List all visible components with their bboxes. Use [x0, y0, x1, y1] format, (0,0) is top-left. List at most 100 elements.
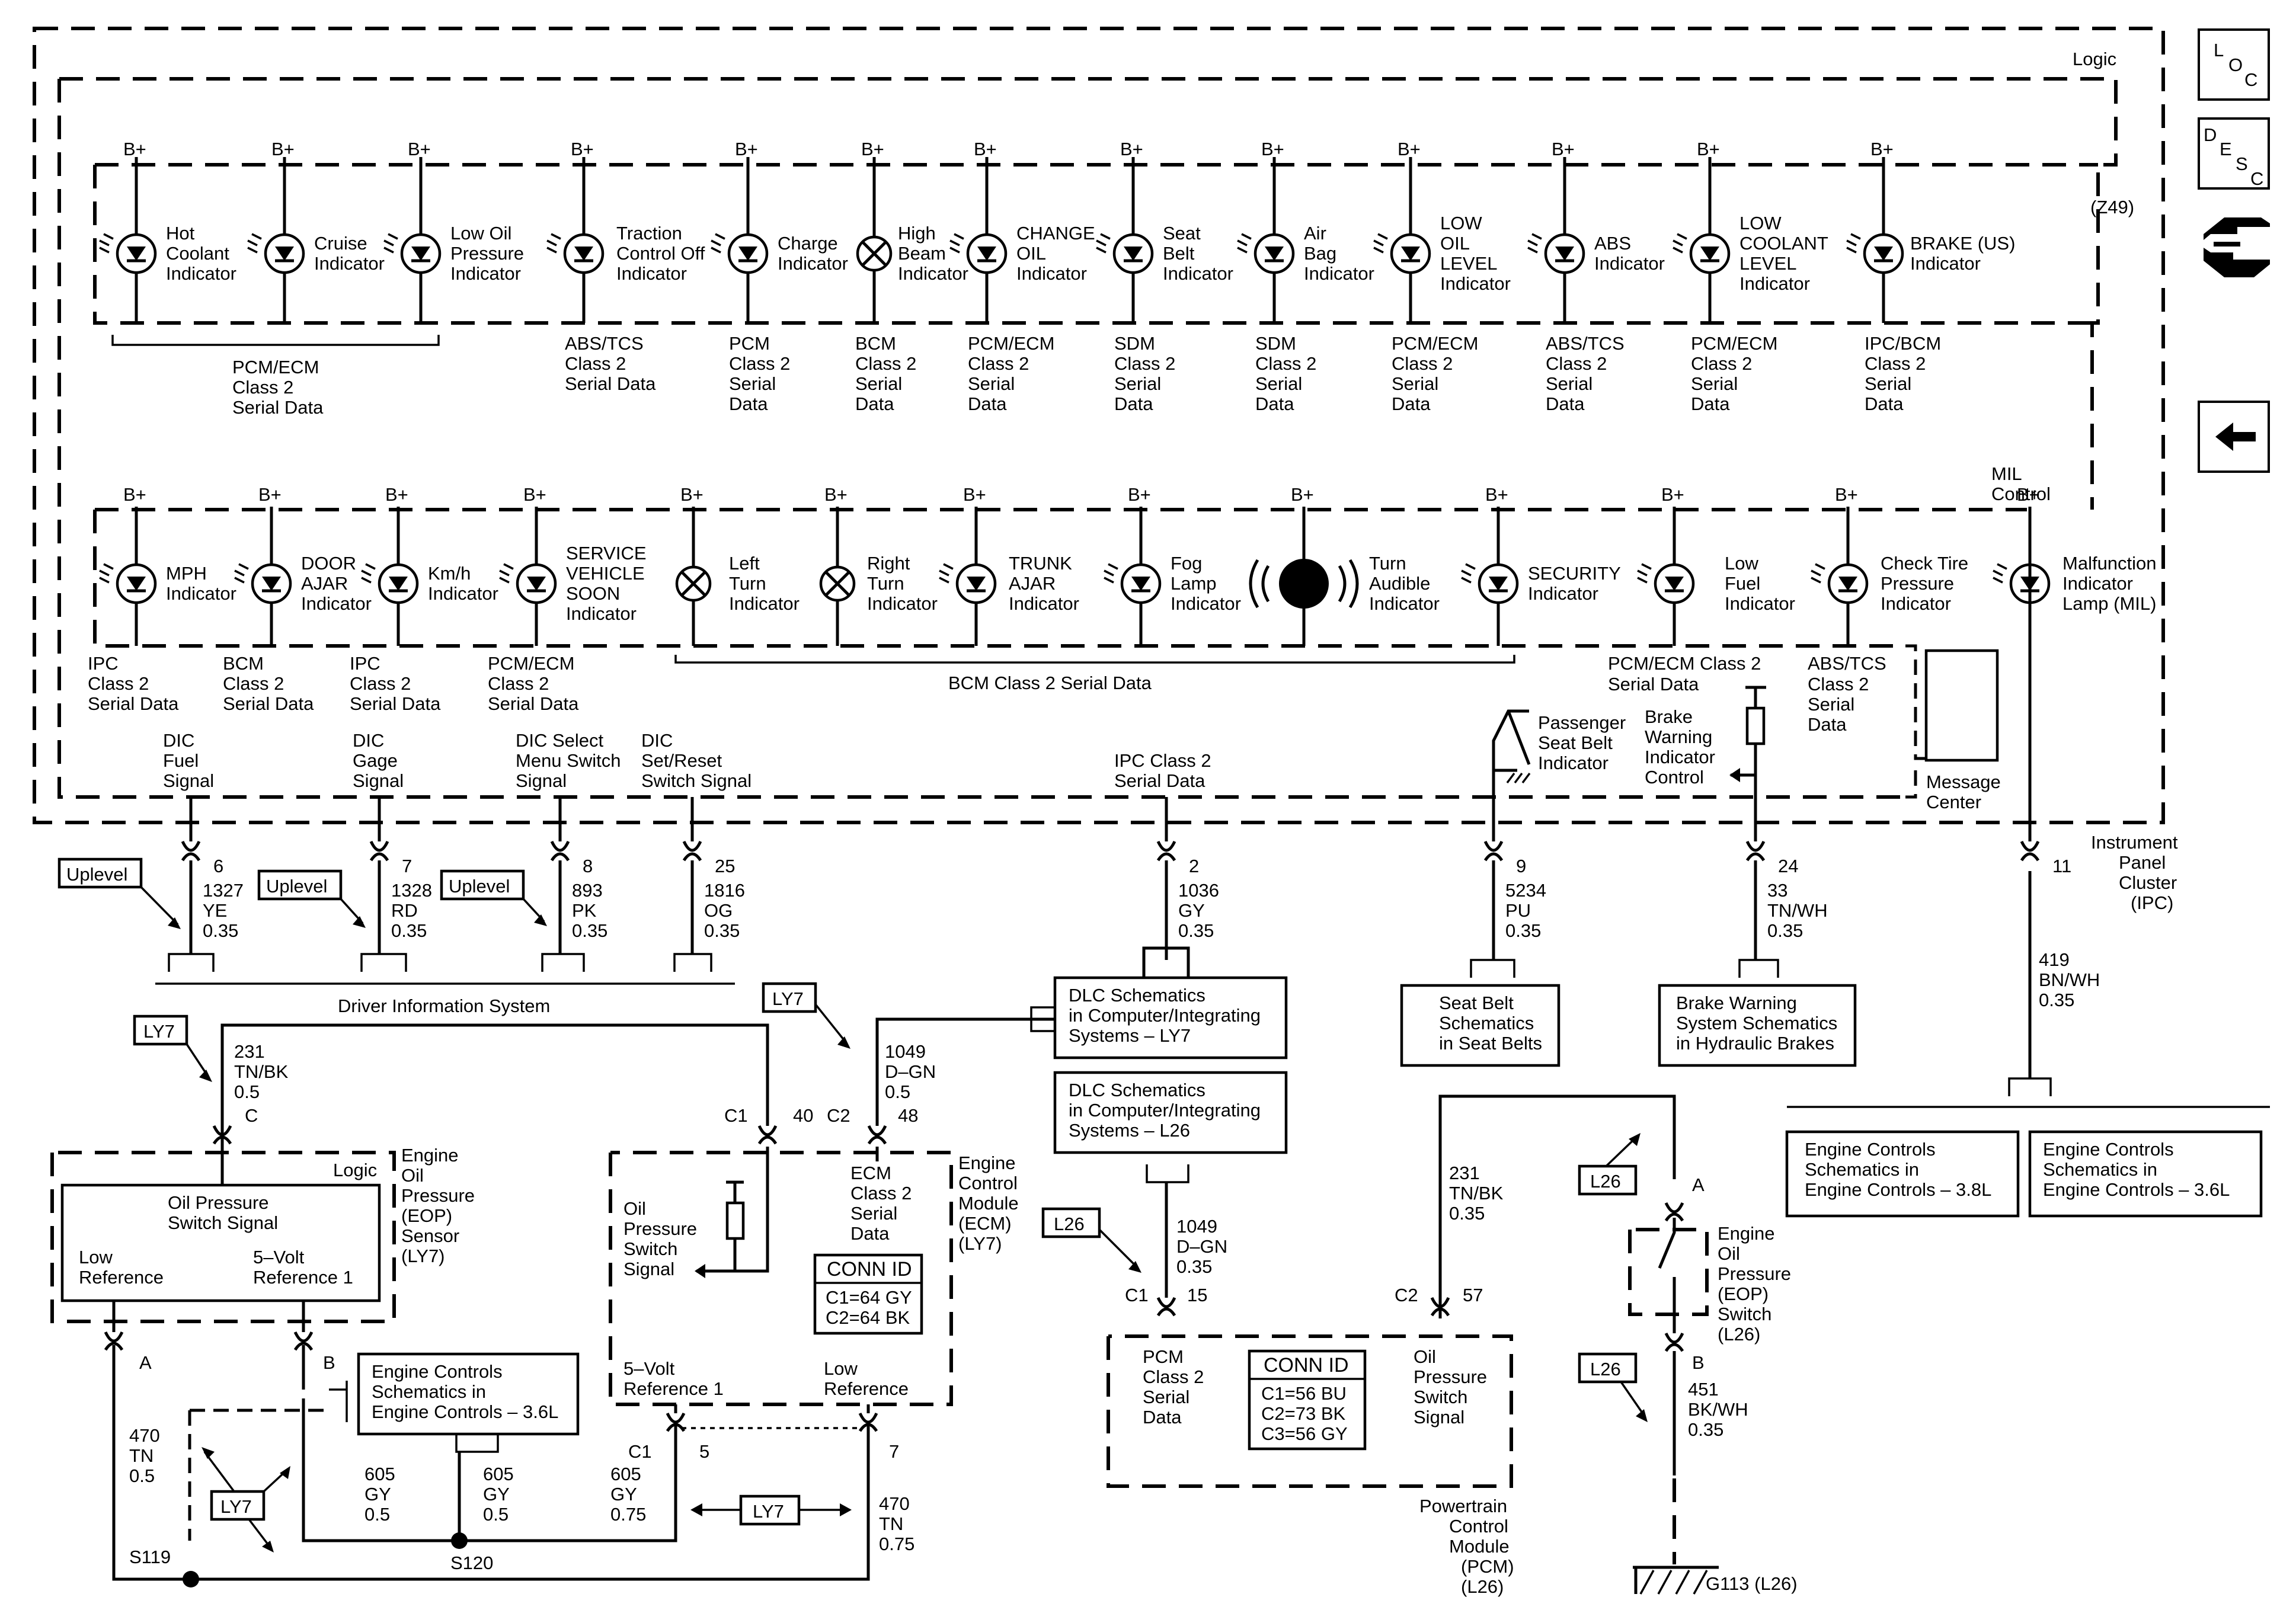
row1-indicator-source: Class 2	[1392, 353, 1453, 374]
row1-indicator-label: Indicator	[616, 263, 687, 284]
brake-ref-1: Brake Warning	[1676, 993, 1797, 1013]
b-plus-label: B+	[824, 484, 848, 505]
passenger-belt-1: Passenger	[1538, 712, 1626, 733]
w605b-1: 605	[483, 1464, 514, 1484]
pcm-p57: 57	[1463, 1285, 1483, 1305]
dlc-l26-3: Systems – L26	[1069, 1120, 1190, 1141]
dlc-l26-box	[1053, 1071, 1288, 1154]
dlc-l26-1: DLC Schematics	[1069, 1080, 1205, 1100]
pin-color: TN/WH	[1767, 900, 1828, 921]
ly7-tag-4	[762, 982, 817, 1013]
row2-indicator-source: Serial Data	[350, 693, 441, 714]
eop-5v-1: 5–Volt	[253, 1247, 305, 1267]
ec-36b-box	[357, 1352, 580, 1436]
ecm-conn-title: CONN ID	[827, 1258, 912, 1281]
eop-name-4: (EOP)	[401, 1205, 452, 1226]
row1-indicators: B+HotCoolantIndicatorB+CruiseIndicatorB+…	[99, 139, 2015, 414]
ecm-class2-2: Class 2	[850, 1183, 912, 1204]
ecm-p48: 48	[898, 1105, 918, 1126]
dlc-ly7-3: Systems – LY7	[1069, 1025, 1191, 1046]
pcm-name-2: Control	[1449, 1516, 1508, 1537]
z49-label: (Z49)	[2090, 197, 2134, 217]
eop-low-ref-2: Reference	[79, 1267, 164, 1288]
ec-36b-1: Engine Controls	[372, 1361, 503, 1382]
row1-indicator-label: LOW	[1739, 213, 1782, 233]
dis-bracket	[155, 953, 735, 985]
b-plus-label: B+	[408, 139, 431, 159]
row1-indicator-label: Traction	[616, 223, 682, 244]
row1-indicator-label: Indicator	[1594, 253, 1665, 274]
l26-tag-2-text: L26	[1590, 1171, 1621, 1192]
row2-indicator-label: Indicator	[1009, 593, 1079, 614]
desc-button[interactable]	[2198, 117, 2270, 190]
brake-ref-3: in Hydraulic Brakes	[1676, 1033, 1834, 1054]
row2-indicator-label: Indicator	[867, 593, 938, 614]
pin-gauge: 0.35	[704, 920, 740, 941]
pcm-name-1: Powertrain	[1419, 1496, 1507, 1516]
eop-sw-box	[1628, 1228, 1709, 1316]
ecm-oil-3: Switch	[623, 1238, 677, 1259]
dic-gage-2: Gage	[353, 750, 398, 771]
pin-color: RD	[391, 900, 418, 921]
b-plus-label: B+	[1661, 484, 1684, 505]
row2-indicator-source: BCM	[223, 653, 264, 674]
row1-indicator-label: Control Off	[616, 243, 705, 264]
row1-indicator-source: Class 2	[1255, 353, 1316, 374]
row1-indicator-source: Data	[1114, 393, 1153, 414]
connector-view-icon[interactable]	[2204, 217, 2270, 277]
b-plus-label: B+	[1261, 139, 1284, 159]
eop-sw-wire-1: 451	[1688, 1379, 1719, 1400]
splice-s120	[451, 1532, 468, 1549]
uplevel-tags: Uplevel Uplevel Uplevel	[57, 857, 547, 929]
row2-indicator-label: Right	[867, 553, 910, 574]
eop-top-wire	[220, 1023, 769, 1147]
mil-engine-bracket	[1787, 1077, 2270, 1108]
b-plus-label: B+	[258, 484, 282, 505]
ecm-name-1: Engine	[958, 1153, 1016, 1173]
pin-number: 8	[583, 856, 593, 876]
row2-indicator-source: Serial Data	[488, 693, 579, 714]
row1-indicator-source: SDM	[1255, 333, 1296, 354]
row2-indicator-label: Indicator	[729, 593, 800, 614]
ecm-lowref-2: Reference	[824, 1378, 909, 1399]
brake-ref-box	[1658, 984, 1857, 1067]
row2-indicator-label: TRUNK	[1009, 553, 1072, 574]
row2-indicator-label: Lamp (MIL)	[2062, 593, 2156, 614]
connector-terminal	[867, 1125, 887, 1145]
pin-color: PU	[1505, 900, 1531, 921]
connector-terminal	[757, 1125, 778, 1145]
eop-sw-contacts	[1658, 1218, 1676, 1333]
ecm-oil-4: Signal	[623, 1259, 674, 1279]
row1-indicator-source: SDM	[1114, 333, 1155, 354]
row1-indicator-label: Hot	[166, 223, 195, 244]
ly7-dashed-block	[188, 1409, 329, 1541]
b-plus-label: B+	[271, 139, 295, 159]
brake-warning-control	[1729, 686, 1766, 841]
row1-indicator-source: Class 2	[968, 353, 1029, 374]
ec-36b-bracket	[329, 1381, 499, 1453]
row1-indicator-label: Indicator	[450, 263, 521, 284]
pin-number: 11	[2052, 856, 2071, 876]
row1-indicator-label: Indicator	[778, 253, 848, 274]
loc-button[interactable]	[2198, 28, 2270, 101]
row2-indicator-source: Class 2	[350, 673, 411, 694]
pcm-oil-3: Switch	[1414, 1387, 1467, 1407]
row2-indicator-label: Turn	[1369, 553, 1406, 574]
bcm-group-source: BCM Class 2 Serial Data	[948, 673, 1152, 693]
row1-indicator-source: Class 2	[855, 353, 916, 374]
row1-indicator-source: Data	[1546, 393, 1585, 414]
dic-fuel-1: DIC	[163, 730, 194, 751]
pcm-conn-title: CONN ID	[1264, 1354, 1349, 1377]
row1-indicator-source: PCM	[729, 333, 770, 354]
eop-sw-pin-a: A	[1692, 1174, 1705, 1195]
pin-number: 7	[402, 856, 412, 876]
row1-indicator-label: Indicator	[1440, 273, 1511, 294]
eop-sw-wire-3: 0.35	[1688, 1419, 1723, 1440]
